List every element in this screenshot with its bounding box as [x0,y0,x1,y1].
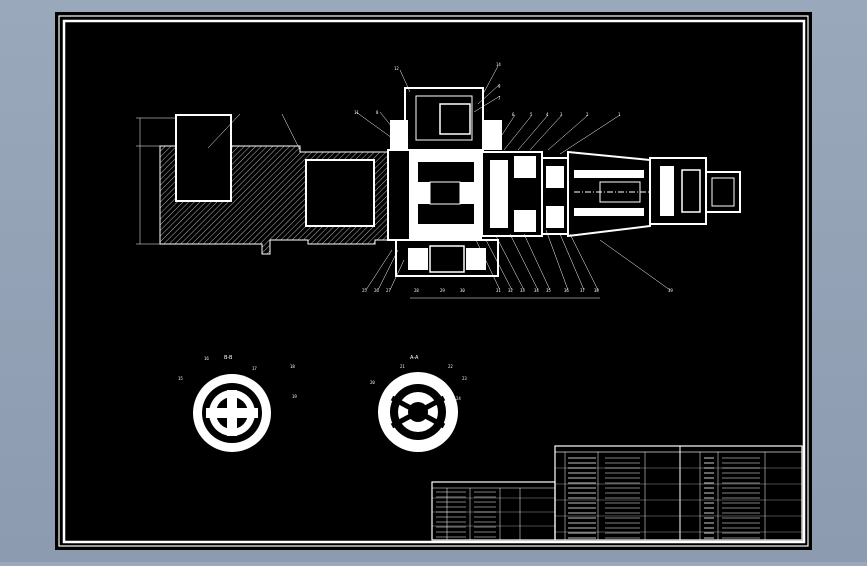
section-label-left: B-B [224,355,233,361]
gear-core [429,181,461,205]
part-balloon-label: 28 [414,288,419,293]
shaft-housing [387,149,411,241]
section-spoke [227,390,237,436]
part-balloon-label: 9 [498,84,501,89]
bearing-block [390,120,408,150]
part-balloon-label: 30 [460,288,465,293]
part-balloon-label: 39 [668,288,673,293]
gear-upper [439,103,471,135]
part-balloon-label: 34 [534,288,539,293]
part-balloon-label: 38 [594,288,599,293]
inner-border [62,19,806,544]
transmission-plate [490,160,508,228]
part-balloon-label: 8 [376,110,379,115]
part-balloon-label: 5 [530,112,533,117]
part-balloon-label: 25 [362,288,367,293]
part-balloon-label: 23 [462,376,467,381]
part-balloon-label: 27 [386,288,391,293]
tapered-arm [567,150,651,238]
end-effector-plate [660,166,674,216]
arm-rib [574,170,644,178]
bearing-block [484,120,502,150]
part-balloon-label: 22 [448,364,453,369]
coupling-part [546,166,564,188]
part-balloon-label: 37 [580,288,585,293]
part-balloon-label: 2 [586,112,589,117]
leader-line [207,113,241,149]
part-balloon-label: 29 [440,288,445,293]
title-block-grid [432,451,802,540]
leader-lines-bottom [365,229,671,291]
part-balloon-label: 18 [290,364,295,369]
gear-cavity [418,204,474,224]
part-balloon-label: 17 [252,366,257,371]
part-balloon-label: 6 [512,112,515,117]
part-balloon-label: 31 [496,288,501,293]
part-balloon-label: 32 [508,288,513,293]
part-balloon-label: 11 [354,110,359,115]
lower-bearing [408,248,428,270]
end-effector-inner [681,169,701,213]
housing-window-left [175,114,232,202]
part-balloon-label: 26 [374,288,379,293]
lower-gear [429,245,465,273]
section-label-right: A-A [410,355,419,361]
part-balloon-label: 12 [394,66,399,71]
gearbox-upper [404,87,484,151]
gearbox-upper-inner [415,95,473,141]
leader-lines-top [355,65,621,155]
arm-inner [599,181,641,203]
part-balloon-label: 16 [204,356,209,361]
gear-cavity [418,162,474,182]
lower-bearing [466,248,486,270]
part-balloon-label: 36 [564,288,569,293]
main-assembly-view [136,65,741,299]
part-balloon-label: 4 [546,112,549,117]
section-view-right: A-A [378,355,458,452]
part-balloon-label: 33 [520,288,525,293]
part-balloon-label: 24 [456,396,461,401]
transmission-gear [514,210,536,232]
end-effector [649,157,707,225]
part-balloon-label: 21 [400,364,405,369]
outer-border [58,15,809,547]
section-slots [390,395,446,429]
part-balloon-label: 1 [618,112,621,117]
part-balloon-label: 3 [560,112,563,117]
transmission-gear [514,156,536,178]
section-view-left: B-B [193,355,271,452]
arm-rib [574,208,644,216]
gripper-inner [711,177,735,207]
part-balloon-label: 7 [498,96,501,101]
part-balloon-label: 20 [370,380,375,385]
part-balloon-label: 14 [496,62,501,67]
part-balloon-label: 35 [546,288,551,293]
part-balloon-label: 19 [292,394,297,399]
housing-window-mid [305,159,375,227]
coupling-part [546,206,564,228]
leader-line [281,113,301,151]
part-balloon-label: 15 [178,376,183,381]
